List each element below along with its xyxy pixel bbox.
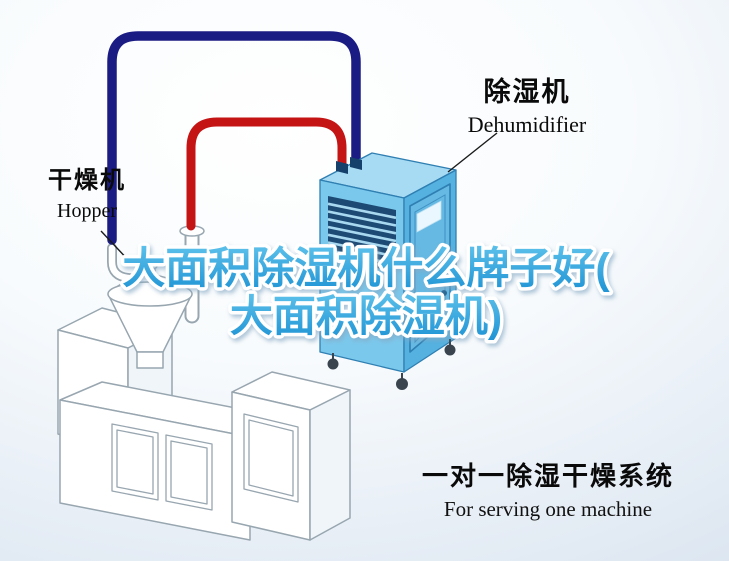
headline-line-2: 大面积除湿机): [230, 293, 502, 341]
hopper-machine-illustration: [57, 225, 351, 541]
vent-grille: [327, 196, 397, 272]
machine-end-cabinet: [231, 371, 351, 541]
supply-hose-red: [186, 117, 347, 231]
system-caption-en: For serving one machine: [443, 497, 653, 521]
door-handle: [441, 290, 447, 296]
dehumidifier-label-en: Dehumidifier: [467, 112, 587, 137]
hoses: [107, 31, 361, 245]
hopper-label-cn: 干燥机: [48, 167, 126, 194]
headline: 大面积除湿机什么牌子好( 大面积除湿机): [119, 242, 614, 345]
return-hose-navy: [107, 31, 361, 245]
dehumidifier-label: 除湿机 Dehumidifier: [448, 70, 606, 138]
system-caption-cn: 一对一除湿干燥系统: [421, 461, 674, 491]
hopper-label-en: Hopper: [57, 200, 117, 222]
hose-connectors: [336, 157, 362, 174]
hopper-label: 干燥机 Hopper: [36, 160, 138, 223]
hopper-leader-line: [100, 230, 132, 264]
side-door: [409, 183, 451, 353]
dehumidifier-illustration: [319, 152, 457, 390]
front-label-patch: [335, 299, 367, 323]
hopper-funnel: [107, 225, 205, 369]
caster-wheels: [327, 339, 456, 390]
machine-body: [59, 381, 293, 541]
system-caption: 一对一除湿干燥系统 For serving one machine: [400, 456, 696, 522]
headline-line-1: 大面积除湿机什么牌子好(: [122, 245, 610, 293]
dehumidifier-label-cn: 除湿机: [483, 77, 571, 107]
leader-lines: [100, 132, 498, 264]
dehumidifier-leader-line: [447, 132, 498, 173]
